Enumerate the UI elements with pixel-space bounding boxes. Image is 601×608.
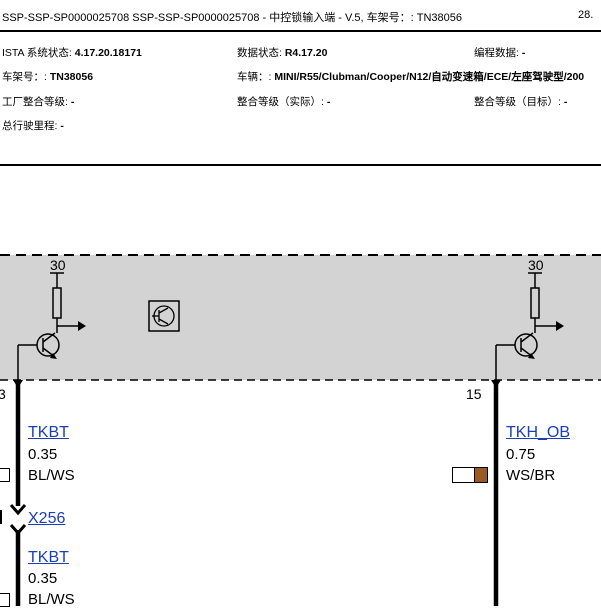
info-bottom-rule xyxy=(0,164,601,166)
integration-level-actual: 整合等级（实际）: - xyxy=(237,96,331,108)
wire-color-swatch-right xyxy=(452,467,488,483)
wire-size-right: 0.75 xyxy=(506,446,536,463)
right-wire xyxy=(491,380,501,606)
connector-link-x256[interactable]: X256 xyxy=(28,510,66,527)
vin: 车架号：: TN38056 xyxy=(2,71,94,83)
component-symbol-icon xyxy=(148,300,180,332)
connector-stub xyxy=(0,510,2,524)
wire-color-swatch-left-2 xyxy=(0,593,10,607)
pin-number-right: 15 xyxy=(466,386,482,402)
vehicle: 车辆：: MINI/R55/Clubman/Cooper/N12/自动变速箱/E… xyxy=(237,71,585,83)
left-wire xyxy=(9,380,27,606)
page-reference: 28. xyxy=(578,9,594,21)
left-output-transistor-symbol xyxy=(17,272,86,380)
document-title: SSP-SSP-SP0000025708 SSP-SSP-SP000002570… xyxy=(2,12,462,24)
wire-signal-link-tkbt-2[interactable]: TKBT xyxy=(28,549,69,566)
wire-color-left-2: BL/WS xyxy=(28,591,75,608)
right-output-transistor-symbol xyxy=(495,272,564,380)
ista-status: ISTA 系统状态: 4.17.20.18171 xyxy=(2,47,142,59)
pin-number-left: 3 xyxy=(0,386,6,402)
control-module-box xyxy=(0,255,601,380)
wire-signal-link-tkh-ob[interactable]: TKH_OB xyxy=(506,424,571,441)
header-rule xyxy=(0,30,601,32)
factory-integration-level: 工厂整合等级: - xyxy=(2,96,75,108)
swatch-white-half xyxy=(453,468,474,482)
wire-color-right: WS/BR xyxy=(506,467,556,484)
integration-level-target: 整合等级（目标）: - xyxy=(474,96,568,108)
wire-size-left-2: 0.35 xyxy=(28,570,58,587)
wire-signal-link-tkbt[interactable]: TKBT xyxy=(28,424,69,441)
total-mileage: 总行驶里程: - xyxy=(2,120,64,132)
wire-color-swatch-left-1 xyxy=(0,468,10,482)
supply-label-left: 30 xyxy=(50,257,66,273)
data-status: 数据状态: R4.17.20 xyxy=(237,47,328,59)
wire-size-left-1: 0.35 xyxy=(28,446,58,463)
wire-color-left-1: BL/WS xyxy=(28,467,75,484)
programming-data: 编程数据: - xyxy=(474,47,526,59)
supply-label-right: 30 xyxy=(528,257,544,273)
swatch-brown-half xyxy=(474,468,487,482)
